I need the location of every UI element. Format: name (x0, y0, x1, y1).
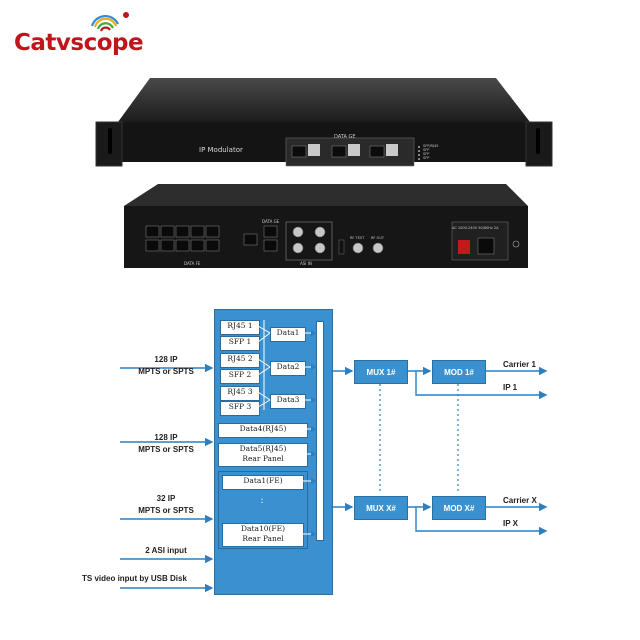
sfp-3-box: SFP 3 (220, 401, 260, 416)
data1-box: Data1 (270, 327, 306, 342)
usb-input-label: TS video input by USB Disk (82, 574, 187, 583)
device-front-image (95, 78, 553, 167)
carrier-1-label: Carrier 1 (503, 360, 536, 369)
rf-test-label: RF TEST (350, 236, 365, 240)
rj45-1-box: RJ45 1 (220, 320, 260, 335)
sfp-1-box: SFP 1 (220, 336, 260, 351)
ip-1-label: IP 1 (503, 383, 518, 392)
device-rear-image (124, 184, 528, 268)
fe-dots: : (260, 495, 264, 506)
sfp-2-box: SFP 2 (220, 369, 260, 384)
rear-data-ge-label: DATA GE (262, 219, 280, 224)
mod-x-box: MOD X# (432, 496, 486, 520)
logo-dot-icon (123, 12, 129, 18)
internal-bus (316, 321, 324, 541)
device-rear-panel: DATA FE DATA GE ASI IN RF TEST RF OUT AC… (110, 182, 530, 272)
logo-text: Catvscope (14, 30, 144, 56)
data3-box: Data3 (270, 394, 306, 409)
rj45-2-box: RJ45 2 (220, 353, 260, 368)
data1-fe-box: Data1(FE) (222, 475, 304, 490)
rj45-3-box: RJ45 3 (220, 386, 260, 401)
asi-label: ASI IN (300, 261, 312, 266)
mux-x-box: MUX X# (354, 496, 408, 520)
logo-arcs-icon (90, 14, 119, 32)
data-fe-label: DATA FE (184, 261, 201, 266)
device-title: IP Modulator (199, 146, 243, 154)
mux-1-box: MUX 1# (354, 360, 408, 384)
power-label: AC 100V-240V 50/60Hz 2A (452, 226, 499, 230)
data4-box: Data4(RJ45) (218, 423, 308, 438)
data10-fe-box: Data10(FE)Rear Panel (222, 523, 304, 547)
data2-box: Data2 (270, 361, 306, 376)
mod-1-box: MOD 1# (432, 360, 486, 384)
fe-group-box (218, 471, 308, 549)
ip-x-label: IP X (503, 519, 518, 528)
rf-out-label: RF OUT (371, 236, 385, 240)
data-ge-label: DATA GE (334, 134, 356, 140)
asi-input-label: 2 ASI input (145, 546, 187, 555)
carrier-x-label: Carrier X (503, 496, 537, 505)
data5-box: Data5(RJ45)Rear Panel (218, 443, 308, 467)
